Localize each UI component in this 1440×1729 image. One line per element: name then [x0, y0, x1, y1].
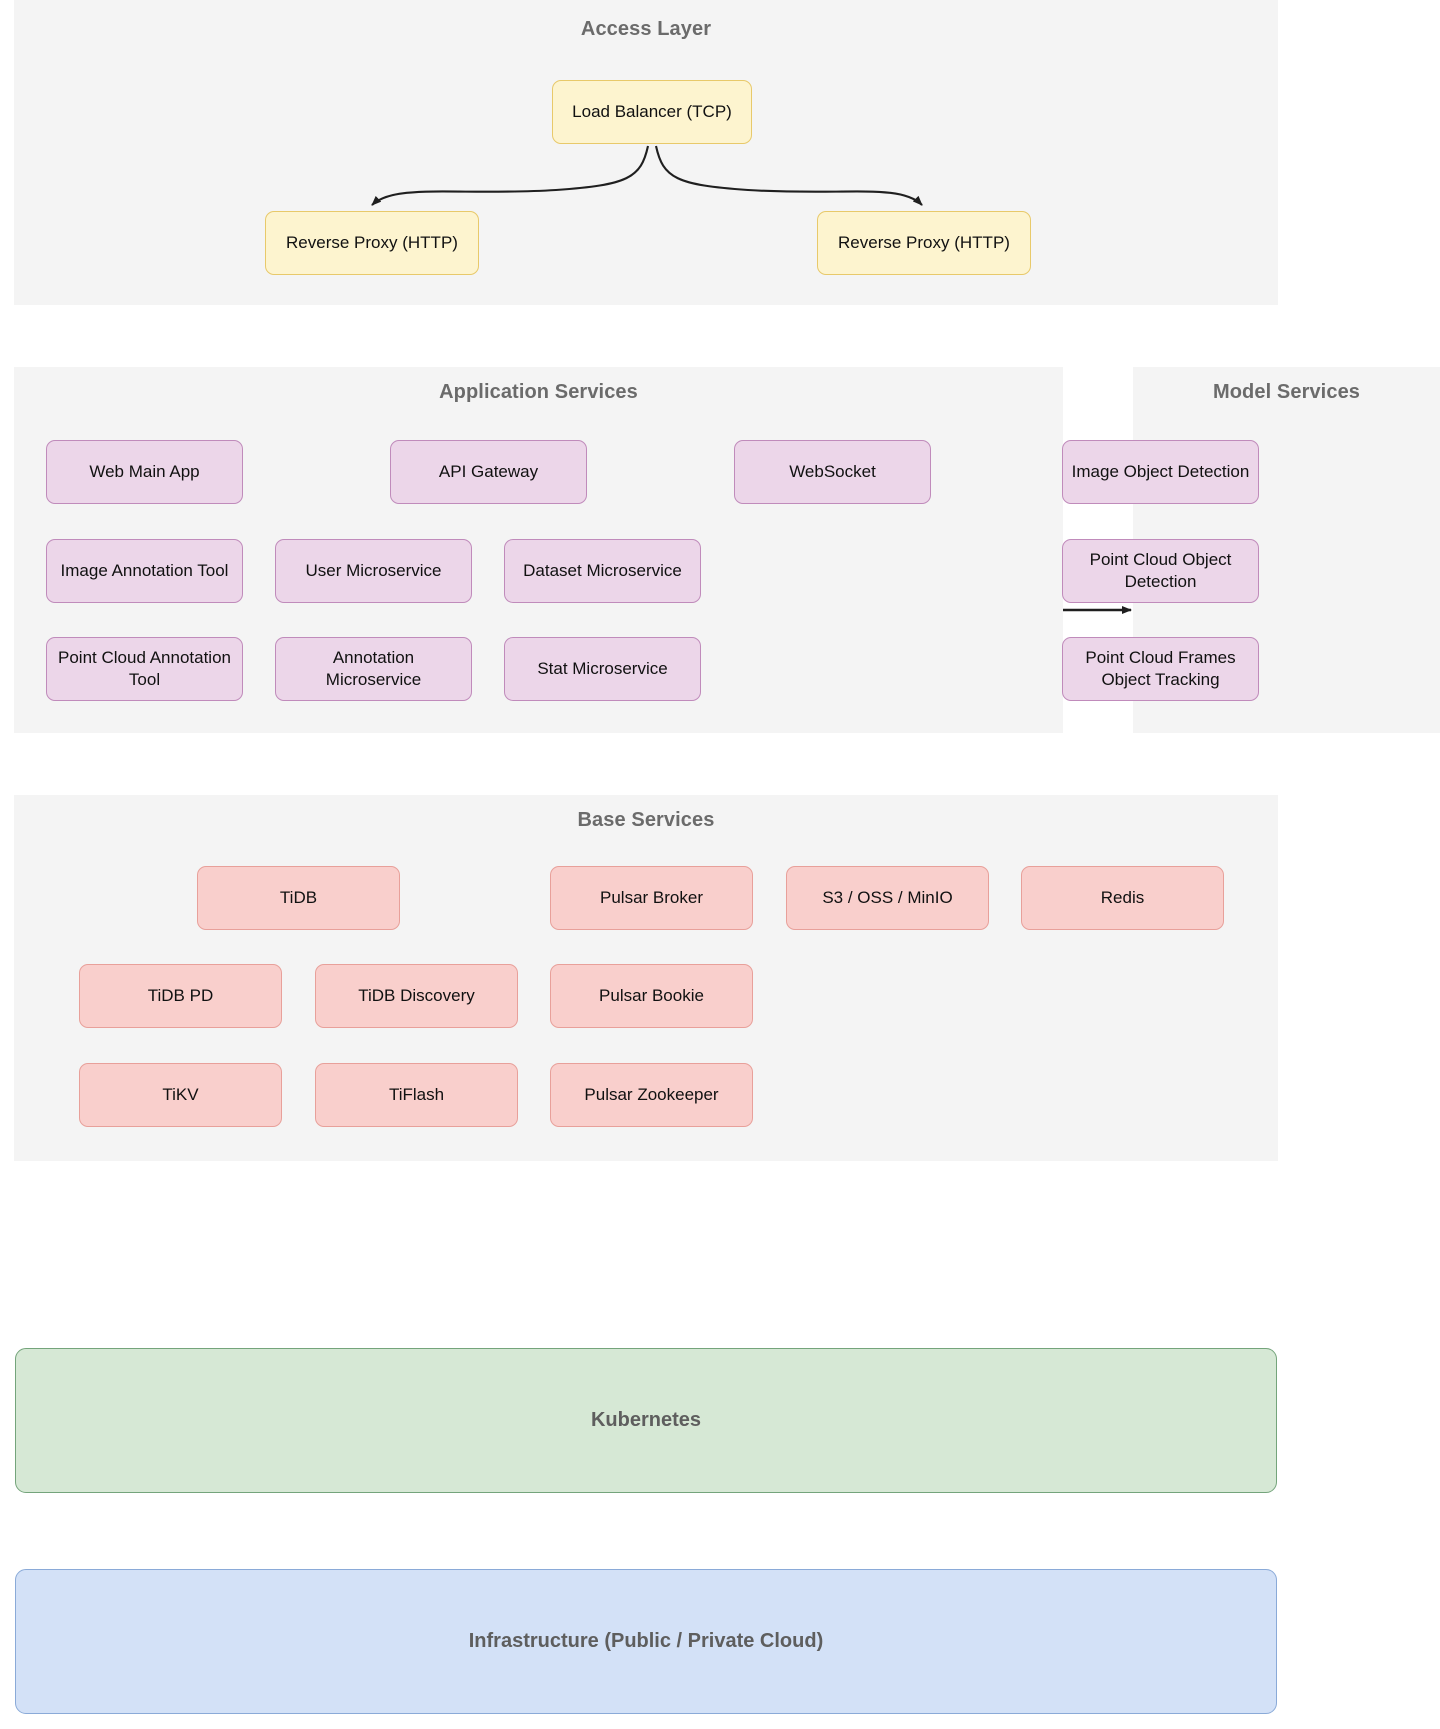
node-annotation-microservice[interactable]: Annotation Microservice: [275, 637, 472, 701]
node-reverse-proxy-left[interactable]: Reverse Proxy (HTTP): [265, 211, 479, 275]
node-redis[interactable]: Redis: [1021, 866, 1224, 930]
band-infrastructure[interactable]: Infrastructure (Public / Private Cloud): [15, 1569, 1277, 1714]
node-load-balancer[interactable]: Load Balancer (TCP): [552, 80, 752, 144]
band-kubernetes[interactable]: Kubernetes: [15, 1348, 1277, 1493]
node-pulsar-zookeeper[interactable]: Pulsar Zookeeper: [550, 1063, 753, 1127]
node-pulsar-broker[interactable]: Pulsar Broker: [550, 866, 753, 930]
node-stat-microservice[interactable]: Stat Microservice: [504, 637, 701, 701]
node-tidb-pd[interactable]: TiDB PD: [79, 964, 282, 1028]
node-tidb[interactable]: TiDB: [197, 866, 400, 930]
node-point-cloud-annotation-tool[interactable]: Point Cloud Annotation Tool: [46, 637, 243, 701]
node-point-cloud-frames-object-tracking[interactable]: Point Cloud Frames Object Tracking: [1062, 637, 1259, 701]
model-services-title: Model Services: [1212, 381, 1361, 403]
node-pulsar-bookie[interactable]: Pulsar Bookie: [550, 964, 753, 1028]
node-tiflash[interactable]: TiFlash: [315, 1063, 518, 1127]
node-image-annotation-tool[interactable]: Image Annotation Tool: [46, 539, 243, 603]
node-reverse-proxy-right[interactable]: Reverse Proxy (HTTP): [817, 211, 1031, 275]
node-tidb-discovery[interactable]: TiDB Discovery: [315, 964, 518, 1028]
base-services-title: Base Services: [577, 809, 715, 831]
node-point-cloud-object-detection[interactable]: Point Cloud Object Detection: [1062, 539, 1259, 603]
node-api-gateway[interactable]: API Gateway: [390, 440, 587, 504]
application-services-title: Application Services: [439, 381, 638, 403]
node-websocket[interactable]: WebSocket: [734, 440, 931, 504]
access-layer-panel: Access Layer: [14, 0, 1278, 305]
node-s3-oss-minio[interactable]: S3 / OSS / MinIO: [786, 866, 989, 930]
access-layer-title: Access Layer: [580, 18, 712, 40]
node-dataset-microservice[interactable]: Dataset Microservice: [504, 539, 701, 603]
node-tikv[interactable]: TiKV: [79, 1063, 282, 1127]
node-user-microservice[interactable]: User Microservice: [275, 539, 472, 603]
node-image-object-detection[interactable]: Image Object Detection: [1062, 440, 1259, 504]
node-web-main-app[interactable]: Web Main App: [46, 440, 243, 504]
